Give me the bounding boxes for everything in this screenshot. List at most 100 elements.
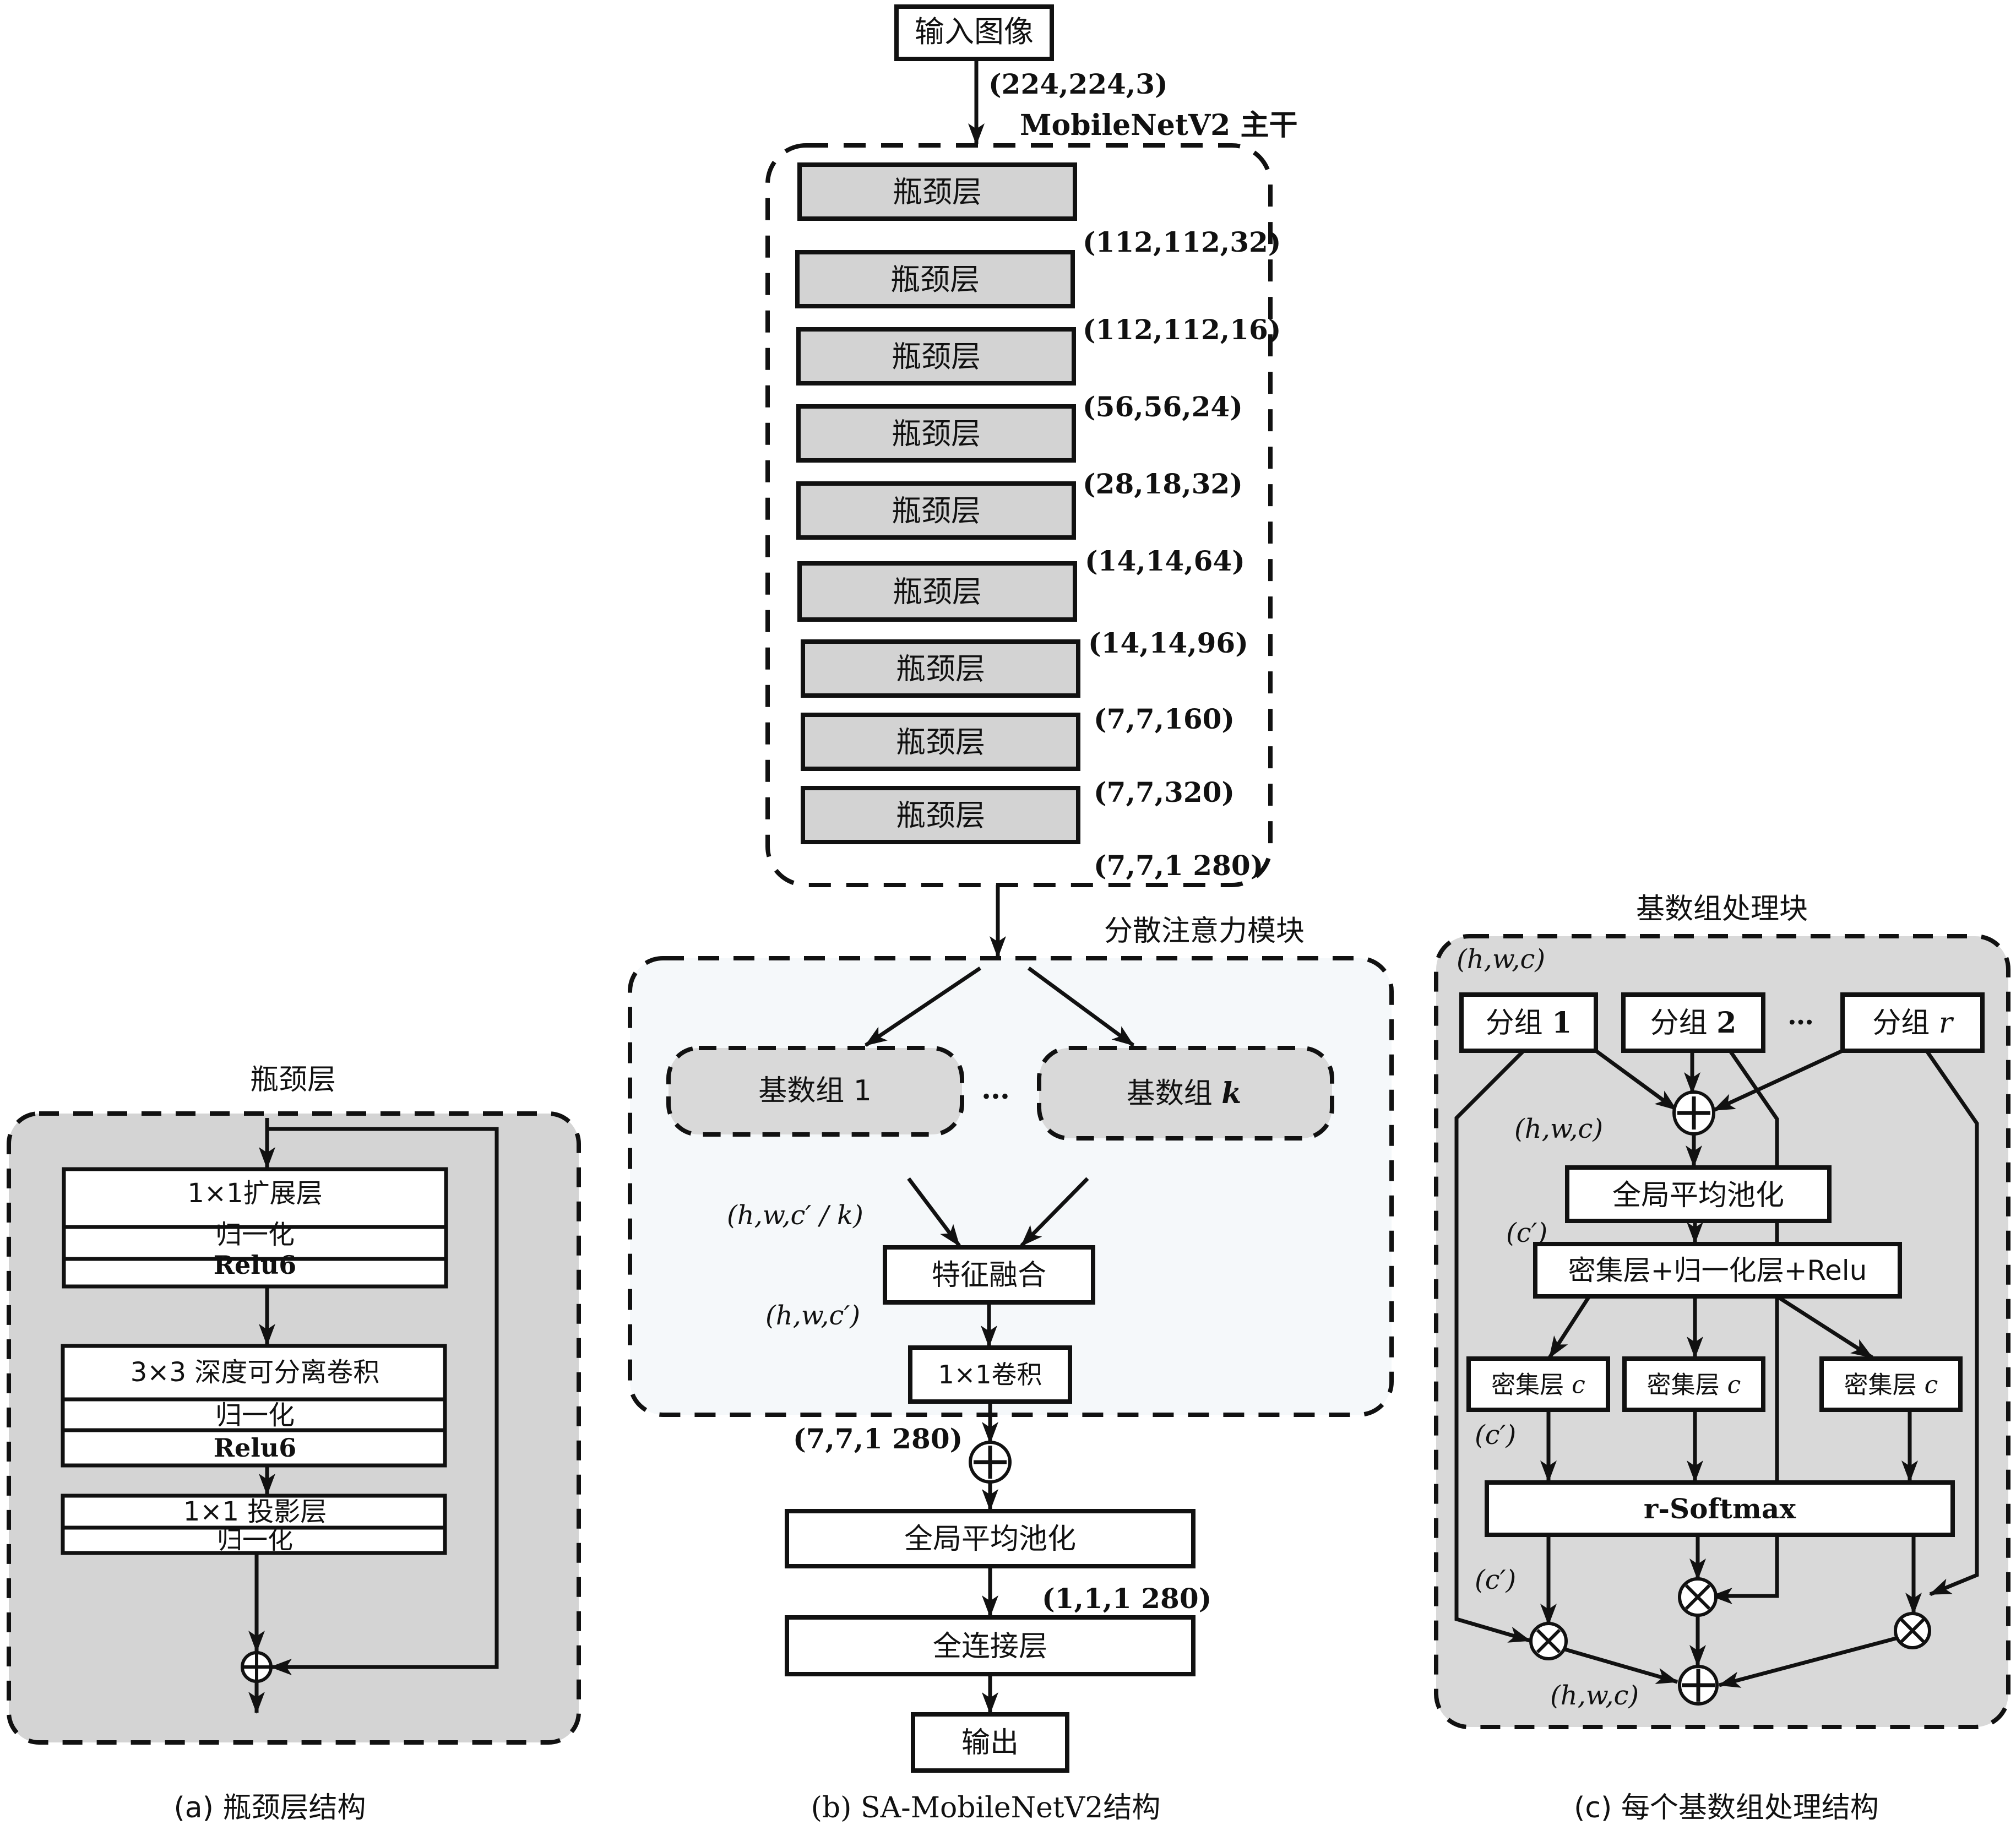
dense-c-label: 密集层 c	[1491, 1371, 1585, 1399]
arrow-mul3-to-out	[1718, 1636, 1897, 1688]
cardinal-group-1	[666, 1046, 964, 1137]
panel-a: 瓶颈层 1×1扩展层 归一化 Relu6 3×3 深度可分离卷积 归一化 Rel…	[7, 1063, 581, 1824]
backbone-title: MobileNetV2 主干	[1020, 108, 1297, 142]
feature-fusion-label: 特征融合	[932, 1259, 1046, 1292]
bottleneck-stack: 瓶颈层 (112,112,32) 瓶颈层 (112,112,16) 瓶颈层 (56,56,…	[795, 162, 1281, 882]
bottleneck-layer-box	[796, 404, 1076, 463]
panel-c-title: 基数组处理块	[1636, 893, 1808, 926]
gap-output-shape: (1,1,1 280)	[1042, 1582, 1211, 1615]
dense-c-box	[1819, 1356, 1963, 1412]
bottleneck-output-shape: (28,18,32)	[1083, 468, 1243, 500]
arrow-split-right	[1027, 966, 1135, 1047]
bottleneck-layer-box	[801, 713, 1080, 771]
block-gap-box	[1565, 1165, 1832, 1223]
bottleneck-layer-label: 瓶颈层	[896, 725, 985, 759]
expand-norm-label: 归一化	[215, 1219, 295, 1250]
block-output-shape: (h,w,c)	[1550, 1680, 1639, 1711]
projection-norm-label: 归一化	[217, 1525, 293, 1555]
input-image-label: 输入图像	[915, 14, 1034, 49]
add-icon	[969, 1441, 1012, 1484]
dense-c-box	[1466, 1356, 1610, 1412]
softmax-shape: (c′)	[1475, 1565, 1516, 1595]
conv-1x1-label: 1×1卷积	[938, 1360, 1042, 1389]
bottleneck-output-shape: (7,7,320)	[1094, 776, 1235, 808]
block-gap-label: 全局平均池化	[1612, 1179, 1784, 1212]
r-softmax-label: r-Softmax	[1644, 1492, 1796, 1525]
split-label: 分组 1	[1486, 1006, 1572, 1040]
attention-module-title: 分散注意力模块	[1104, 915, 1305, 948]
dense-c-label: 密集层 c	[1844, 1371, 1938, 1399]
bottleneck-layer-box	[796, 481, 1076, 540]
sum-icon	[1672, 1090, 1715, 1136]
feature-fusion-box	[883, 1245, 1095, 1305]
arrow-split-left	[865, 966, 981, 1047]
multiply-icon-2	[1678, 1577, 1718, 1617]
fusion-input-shape: (h,w,c′ / k)	[727, 1200, 863, 1231]
cardinal-group-1-label: 基数组 1	[758, 1074, 872, 1107]
bottleneck-layer-label: 瓶颈层	[893, 175, 982, 209]
split-ellipsis: …	[1787, 1000, 1814, 1031]
depthwise-label: 3×3 深度可分离卷积	[131, 1357, 380, 1388]
output-label: 输出	[961, 1726, 1019, 1760]
bottleneck-output-shape: (14,14,96)	[1088, 627, 1248, 659]
bottleneck-layer-box	[795, 250, 1075, 308]
input-image-box	[894, 4, 1054, 61]
split-box	[1621, 992, 1765, 1053]
block-input-shape: (h,w,c)	[1457, 944, 1545, 975]
bottleneck-output-shape: (112,112,32)	[1083, 226, 1281, 258]
fusion-output-shape: (h,w,c′)	[765, 1300, 860, 1331]
bottleneck-layer-box	[801, 786, 1080, 844]
output-box	[911, 1712, 1069, 1773]
split-label: 分组 2	[1650, 1006, 1737, 1040]
bottleneck-output-shape: (112,112,16)	[1083, 313, 1281, 346]
depthwise-norm-label: 归一化	[215, 1400, 295, 1431]
arrow-mul1-to-out	[1564, 1647, 1678, 1684]
bypass-line-split-1	[1454, 1050, 1531, 1643]
arrow-split1-to-sum	[1594, 1049, 1678, 1111]
r-softmax-box	[1485, 1480, 1955, 1537]
expand-layer-label: 1×1扩展层	[187, 1178, 322, 1209]
gap-label: 全局平均池化	[904, 1523, 1076, 1556]
projection-label: 1×1 投影层	[183, 1496, 327, 1527]
panel-b: 输入图像 (224,224,3) MobileNetV2 主干 瓶颈层(112,…	[628, 4, 1394, 1824]
bottleneck-output-shape: (7,7,160)	[1094, 703, 1235, 735]
dense-bn-relu-label: 密集层+归一化层+Relu	[1568, 1255, 1867, 1286]
arrow-merge-left	[907, 1177, 961, 1247]
arrow-dense-to-c3	[1776, 1295, 1873, 1359]
bottleneck-output-shape: (56,56,24)	[1083, 390, 1243, 423]
fc-label: 全连接层	[933, 1630, 1047, 1663]
bottleneck-layer-box	[801, 639, 1080, 698]
bottleneck-layer-label: 瓶颈层	[892, 416, 981, 451]
residual-add-icon	[241, 1651, 273, 1683]
arrow-merge-right	[1020, 1177, 1089, 1247]
bottleneck-layer-box	[796, 327, 1076, 385]
split-box	[1840, 992, 1985, 1053]
arrow-splitr-to-sum	[1713, 1049, 1844, 1112]
split-box	[1459, 992, 1598, 1053]
sum-shape: (h,w,c)	[1514, 1114, 1603, 1144]
projection-block: 1×1 投影层 归一化	[61, 1494, 447, 1555]
bottleneck-layer-box	[797, 561, 1077, 622]
bottleneck-layer-label: 瓶颈层	[896, 651, 985, 686]
bottleneck-layer-box	[797, 162, 1077, 221]
depthwise-block: 3×3 深度可分离卷积 归一化 Relu6	[61, 1344, 447, 1468]
dense-bn-relu-box	[1533, 1242, 1902, 1299]
bottleneck-layer-label: 瓶颈层	[893, 574, 982, 609]
panel-c-caption: (c) 每个基数组处理结构	[1574, 1791, 1879, 1824]
conv-output-shape: (7,7,1 280)	[793, 1422, 963, 1455]
multiply-icon-3	[1894, 1612, 1931, 1649]
bottleneck-layer-label: 瓶颈层	[892, 339, 981, 374]
dense-shape: (c′)	[1475, 1420, 1516, 1451]
expand-block: 1×1扩展层 归一化 Relu6	[62, 1167, 448, 1289]
bottleneck-output-shape: (7,7,1 280)	[1094, 849, 1263, 882]
fc-box	[785, 1615, 1196, 1676]
expand-relu-label: Relu6	[214, 1250, 296, 1280]
output-sum-icon	[1678, 1665, 1719, 1706]
arrow-dense-to-c1	[1548, 1295, 1591, 1359]
cardinal-ellipsis: …	[981, 1072, 1010, 1106]
depthwise-relu-label: Relu6	[214, 1433, 296, 1463]
